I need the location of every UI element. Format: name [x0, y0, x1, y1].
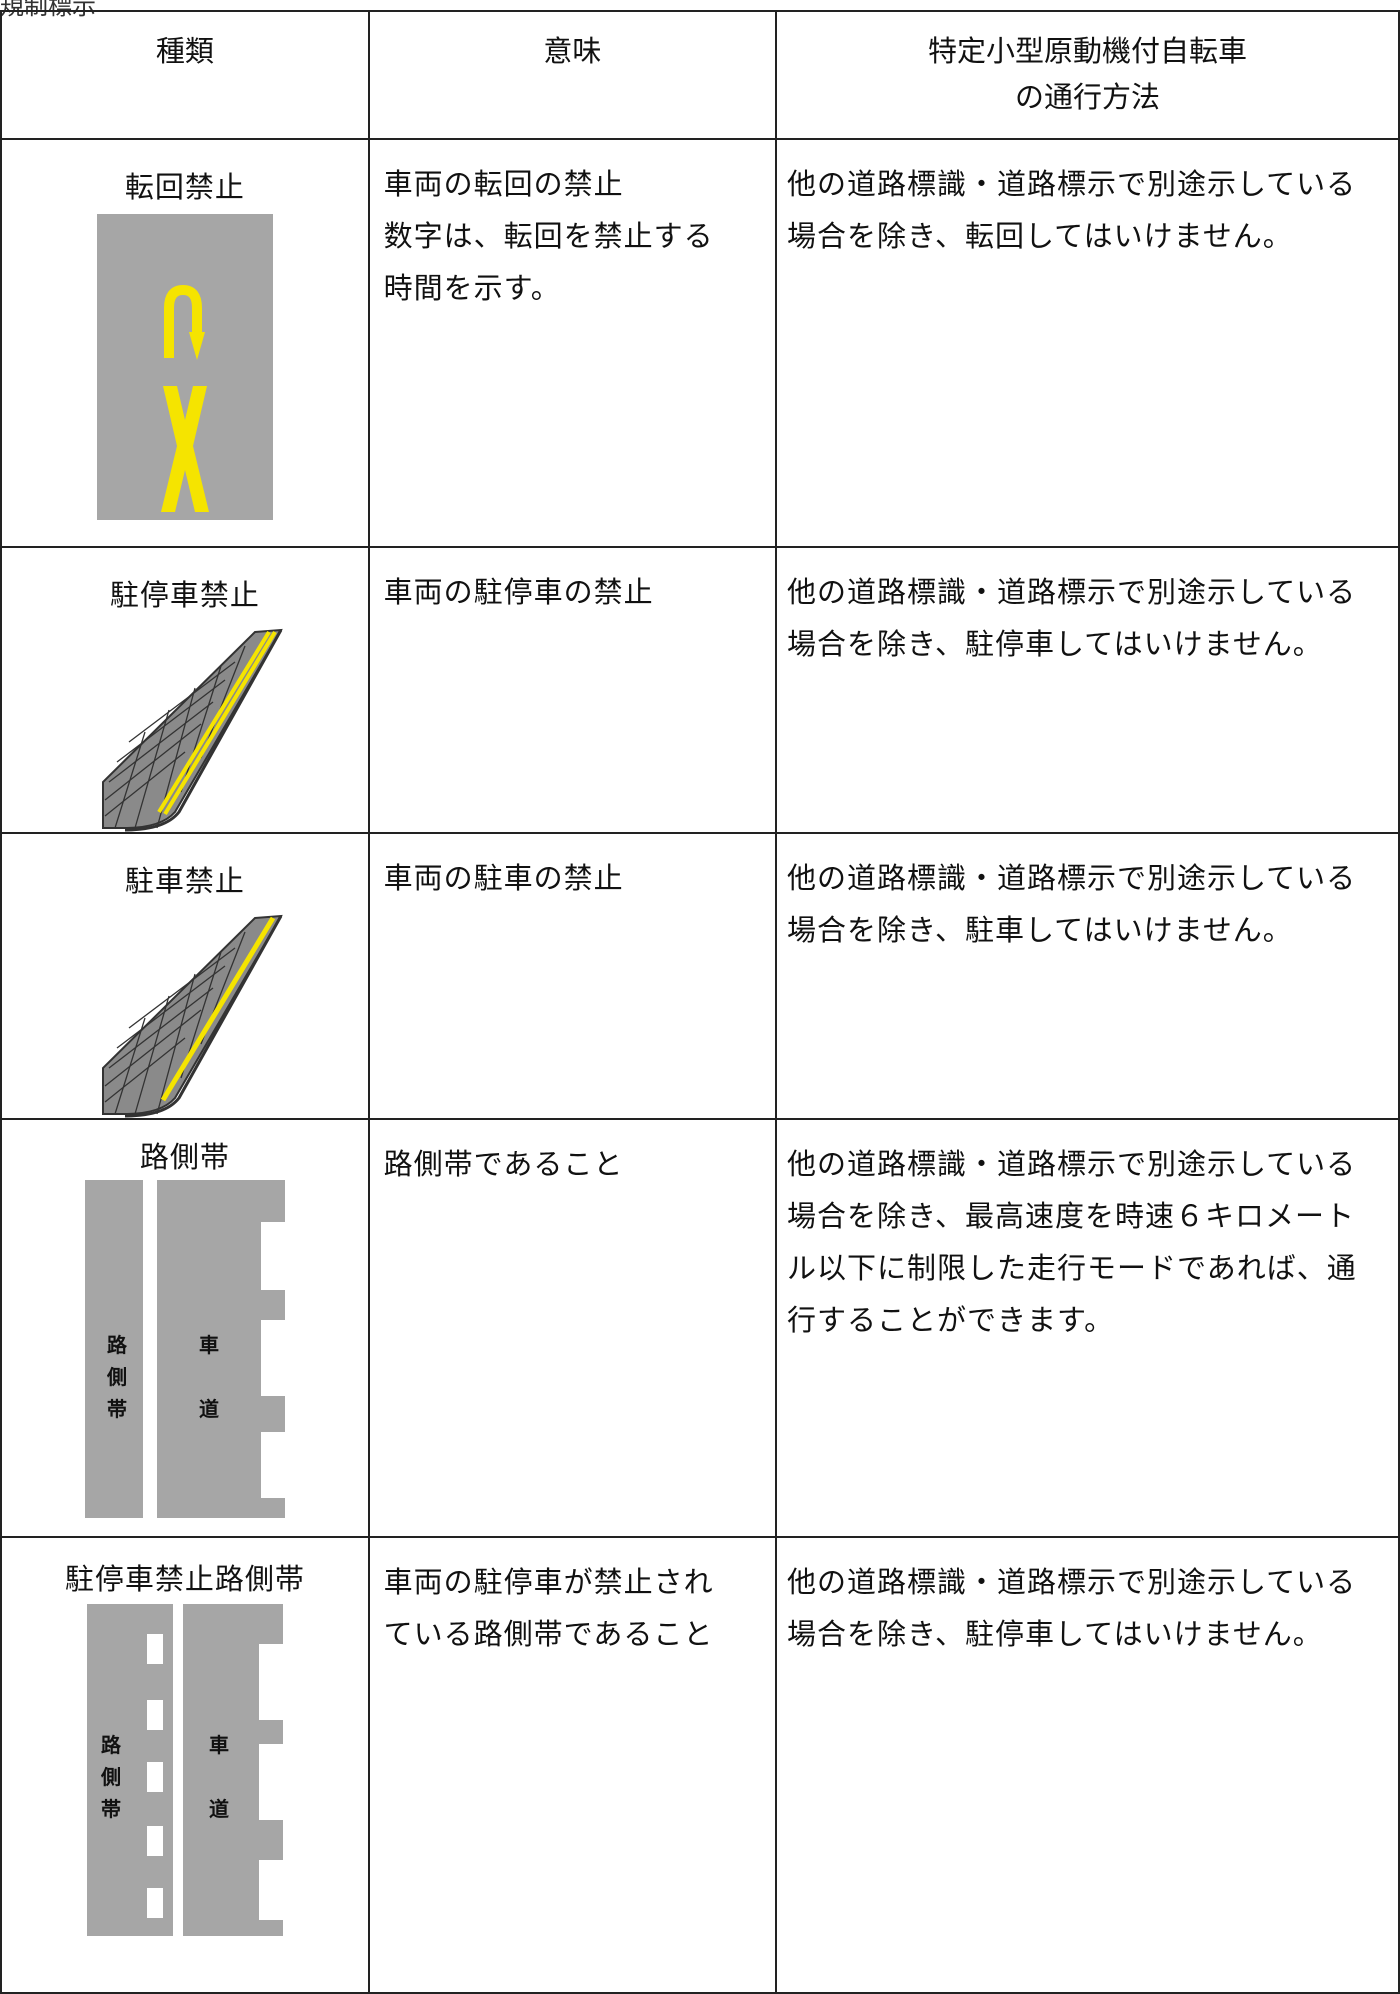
method-line: 場合を除き、駐停車してはいけません。: [787, 1617, 1323, 1651]
kind-name: 転回禁止: [124, 170, 245, 204]
strip-label-char: 側: [100, 1765, 121, 1789]
method-line: 場合を除き、駐停車してはいけません。: [787, 627, 1323, 661]
header-method-line2: の通行方法: [1015, 80, 1161, 114]
method-cell: 他の道路標識・道路標示で別途示している 場合を除き、駐停車してはいけません。: [775, 546, 1400, 834]
kind-name: 駐停車禁止: [109, 578, 260, 612]
no-parking-curb-line-icon: [101, 914, 283, 1118]
road-label-char: 車: [209, 1733, 229, 1757]
u-turn-prohibited-marking-icon: [96, 214, 273, 520]
table-row: 路側帯 路 側 帯 車 道 路側帯であること 他の道路標識・道路標示で別途示して…: [0, 1118, 1400, 1538]
method-line: 場合を除き、駐車してはいけません。: [787, 913, 1293, 947]
kind-cell: 駐停車禁止路側帯 路 側 帯 車 道: [0, 1536, 370, 1994]
method-line: ル以下に制限した走行モードであれば、通: [787, 1251, 1357, 1285]
meaning-line: 車両の駐停車の禁止: [383, 575, 654, 609]
no-stopping-roadside-strip-icon: 路 側 帯 車 道: [86, 1604, 283, 1936]
strip-label-char: 帯: [107, 1397, 127, 1421]
meaning-cell: 車両の駐停車の禁止: [367, 546, 778, 834]
method-line: 他の道路標識・道路標示で別途示している: [787, 861, 1357, 895]
strip-label-char: 路: [101, 1733, 122, 1757]
method-line: 他の道路標識・道路標示で別途示している: [787, 1147, 1357, 1181]
table-row: 転回禁止 車両の転回の禁止 数字は、転回を禁止する 時間を示す。 他の道路標識・…: [0, 138, 1400, 548]
method-line: 他の道路標識・道路標示で別途示している: [787, 575, 1357, 609]
table-row: 駐停車禁止路側帯 路 側 帯 車 道 車両の駐停車が禁止され ている: [0, 1536, 1400, 1994]
meaning-line: 路側帯であること: [383, 1147, 624, 1181]
roadside-strip-icon: 路 側 帯 車 道: [84, 1180, 285, 1518]
kind-cell: 路側帯 路 側 帯 車 道: [0, 1118, 370, 1538]
meaning-line: ている路側帯であること: [383, 1617, 714, 1651]
meaning-cell: 車両の駐車の禁止: [367, 832, 778, 1120]
header-meaning: 意味: [367, 10, 778, 140]
meaning-line: 数字は、転回を禁止する: [383, 219, 714, 253]
header-row: 種類 意味 特定小型原動機付自転車 の通行方法: [0, 10, 1400, 140]
no-stopping-curb-line-icon: [101, 628, 283, 832]
meaning-line: 車両の転回の禁止: [383, 167, 624, 201]
road-label-char: 道: [209, 1797, 229, 1821]
strip-label-char: 路: [107, 1333, 128, 1357]
method-cell: 他の道路標識・道路標示で別途示している 場合を除き、駐車してはいけません。: [775, 832, 1400, 1120]
table-row: 駐車禁止 車両の駐車の禁止 他の道路標識・道路標示で別途示している 場合を: [0, 832, 1400, 1120]
header-kind: 種類: [0, 10, 370, 140]
method-line: 行することができます。: [787, 1303, 1115, 1337]
strip-label-char: 帯: [101, 1797, 121, 1821]
kind-cell: 駐停車禁止: [0, 546, 370, 834]
meaning-line: 時間を示す。: [383, 271, 561, 305]
method-cell: 他の道路標識・道路標示で別途示している 場合を除き、転回してはいけません。: [775, 138, 1400, 548]
meaning-cell: 車両の駐停車が禁止され ている路側帯であること: [367, 1536, 778, 1994]
method-line: 他の道路標識・道路標示で別途示している: [787, 167, 1357, 201]
kind-name: 駐停車禁止路側帯: [64, 1562, 305, 1596]
method-line: 場合を除き、転回してはいけません。: [787, 219, 1293, 253]
method-cell: 他の道路標識・道路標示で別途示している 場合を除き、最高速度を時速６キロメート …: [775, 1118, 1400, 1538]
meaning-line: 車両の駐車の禁止: [383, 861, 624, 895]
kind-cell: 駐車禁止: [0, 832, 370, 1120]
kind-name: 路側帯: [139, 1140, 230, 1174]
kind-name: 駐車禁止: [124, 864, 245, 898]
meaning-cell: 車両の転回の禁止 数字は、転回を禁止する 時間を示す。: [367, 138, 778, 548]
strip-label-char: 側: [106, 1365, 127, 1389]
kind-cell: 転回禁止: [0, 138, 370, 548]
header-method-line1: 特定小型原動機付自転車: [928, 34, 1248, 68]
table-row: 駐停車禁止 車両の駐停車の禁止 他の道路標識・道路標示で別途示してい: [0, 546, 1400, 834]
method-line: 場合を除き、最高速度を時速６キロメート: [787, 1199, 1356, 1233]
header-method: 特定小型原動機付自転車 の通行方法: [775, 10, 1400, 140]
road-label-char: 車: [199, 1333, 219, 1357]
road-label-char: 道: [199, 1397, 219, 1421]
meaning-line: 車両の駐停車が禁止され: [383, 1565, 714, 1599]
method-cell: 他の道路標識・道路標示で別途示している 場合を除き、駐停車してはいけません。: [775, 1536, 1400, 1994]
method-line: 他の道路標識・道路標示で別途示している: [787, 1565, 1357, 1599]
meaning-cell: 路側帯であること: [367, 1118, 778, 1538]
regulatory-markings-table: 種類 意味 特定小型原動機付自転車 の通行方法 転回禁止 車両の転回の禁止 数字…: [0, 10, 1400, 1994]
